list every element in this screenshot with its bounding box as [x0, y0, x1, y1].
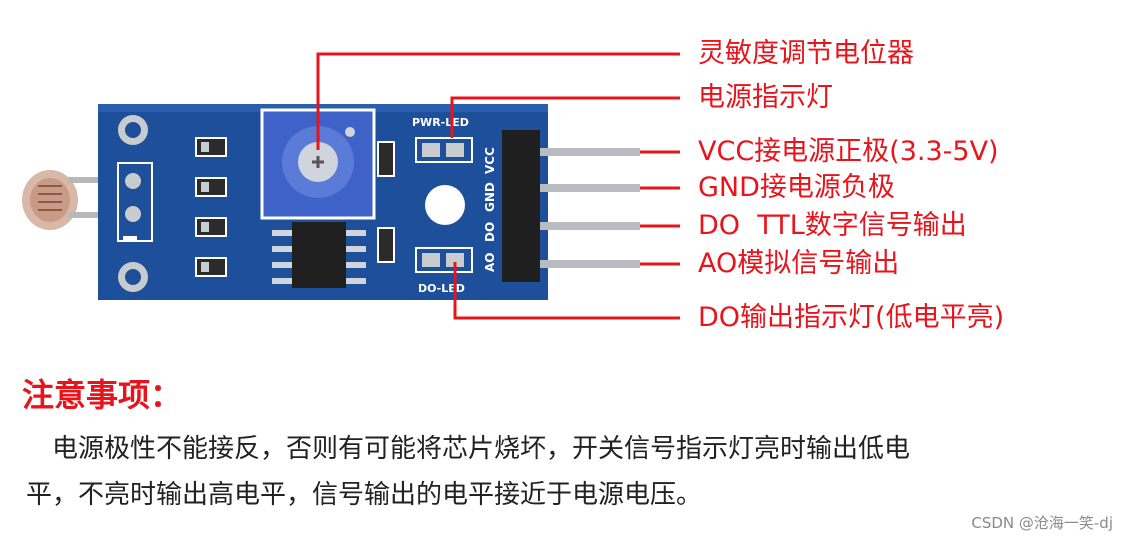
callout-gnd: GND接电源负极 — [698, 172, 895, 204]
callout-do: DO TTL数字信号输出 — [698, 210, 967, 242]
notes-line-1: 电源极性不能接反，否则有可能将芯片烧坏，开关信号指示灯亮时输出低电 — [26, 432, 910, 466]
notes-heading: 注意事项： — [22, 370, 182, 416]
silk-label-do-led: DO-LED — [418, 282, 465, 295]
pin-header-icon — [502, 130, 640, 282]
pin-label-ao: AO — [483, 253, 497, 273]
callout-potentiometer: 灵敏度调节电位器 — [698, 38, 914, 70]
pin-label-do: DO — [483, 222, 497, 242]
pin-label-gnd: GND — [483, 182, 497, 212]
pin-labels: AO DO GND VCC — [483, 147, 497, 272]
watermark: CSDN @沧海一笑-dj — [971, 512, 1113, 533]
pin-label-vcc: VCC — [483, 147, 497, 174]
silk-label-pwr-led: PWR-LED — [412, 116, 469, 129]
callout-vcc: VCC接电源正极(3.3-5V) — [698, 136, 999, 168]
callout-power-led: 电源指示灯 — [698, 82, 833, 114]
callout-do-led: DO输出指示灯(低电平亮) — [698, 302, 1004, 334]
callout-ao: AO模拟信号输出 — [698, 248, 899, 280]
notes-line-2: 平，不亮时输出高电平，信号输出的电平接近于电源电压。 — [26, 478, 702, 512]
